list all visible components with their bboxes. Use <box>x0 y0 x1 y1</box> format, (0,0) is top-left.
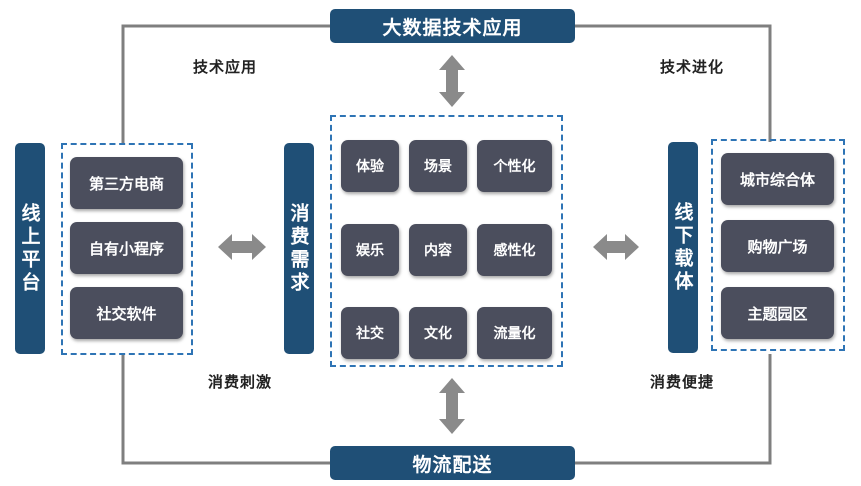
offline-item-shopping-plaza: 购物广场 <box>721 220 834 272</box>
double-arrow-bottom-icon <box>439 378 465 434</box>
offline-carrier-group <box>711 139 845 351</box>
demand-item-entertainment: 娱乐 <box>341 224 399 276</box>
demand-item-culture: 文化 <box>409 307 467 359</box>
online-item-social-software: 社交软件 <box>70 287 183 339</box>
top-left-line <box>121 24 330 143</box>
consumption-demand-bar: 消费需求 <box>284 143 314 354</box>
label-consumption-stimulus: 消费刺激 <box>208 373 273 391</box>
online-item-third-party-ecommerce: 第三方电商 <box>70 157 183 209</box>
demand-item-traffic: 流量化 <box>477 307 552 359</box>
demand-item-emotionalization: 感性化 <box>477 224 552 276</box>
offline-carrier-bar: 线下载体 <box>668 142 698 353</box>
double-arrow-right-icon <box>593 234 639 260</box>
demand-item-social: 社交 <box>341 307 399 359</box>
online-item-mini-program: 自有小程序 <box>70 222 183 274</box>
offline-item-theme-park: 主题园区 <box>721 287 834 339</box>
online-platform-bar: 线上平台 <box>15 143 45 354</box>
logistics-bar: 物流配送 <box>330 446 575 480</box>
double-arrow-left-icon <box>218 234 266 260</box>
double-arrow-top-icon <box>439 55 465 107</box>
bottom-left-line <box>121 354 330 465</box>
demand-item-experience: 体验 <box>341 140 399 192</box>
big-data-tech-bar: 大数据技术应用 <box>330 9 575 43</box>
label-tech-evolution: 技术进化 <box>660 58 725 76</box>
top-right-line <box>575 24 772 142</box>
consumption-demand-group <box>330 115 563 367</box>
label-tech-application: 技术应用 <box>193 58 258 76</box>
demand-item-scene: 场景 <box>409 140 467 192</box>
bottom-right-line <box>575 354 772 465</box>
demand-item-content: 内容 <box>409 224 467 276</box>
online-platform-group <box>61 143 193 355</box>
demand-item-personalization: 个性化 <box>477 140 552 192</box>
label-consumption-convenience: 消费便捷 <box>650 373 715 391</box>
offline-item-urban-complex: 城市综合体 <box>721 153 834 205</box>
